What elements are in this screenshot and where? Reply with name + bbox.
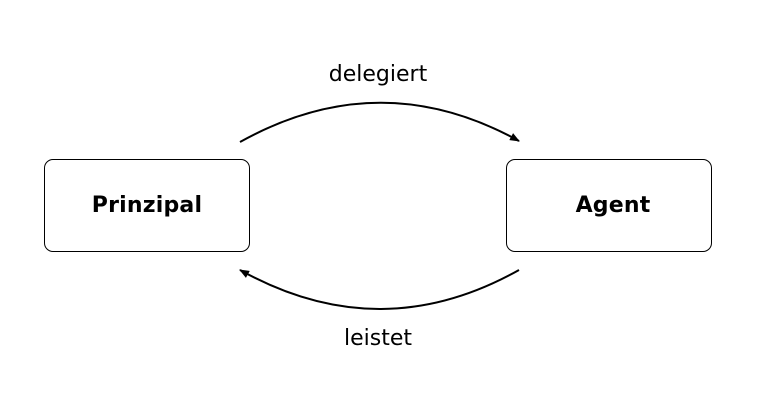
delegates-label: delegiert xyxy=(328,62,428,87)
agent-node: Agent xyxy=(506,159,712,252)
principal-node: Prinzipal xyxy=(44,159,250,252)
agent-label: Agent xyxy=(575,193,651,218)
performs-arrow xyxy=(239,269,520,310)
principal-label: Prinzipal xyxy=(91,193,203,218)
performs-label: leistet xyxy=(343,326,413,351)
delegates-arrow xyxy=(239,101,520,143)
